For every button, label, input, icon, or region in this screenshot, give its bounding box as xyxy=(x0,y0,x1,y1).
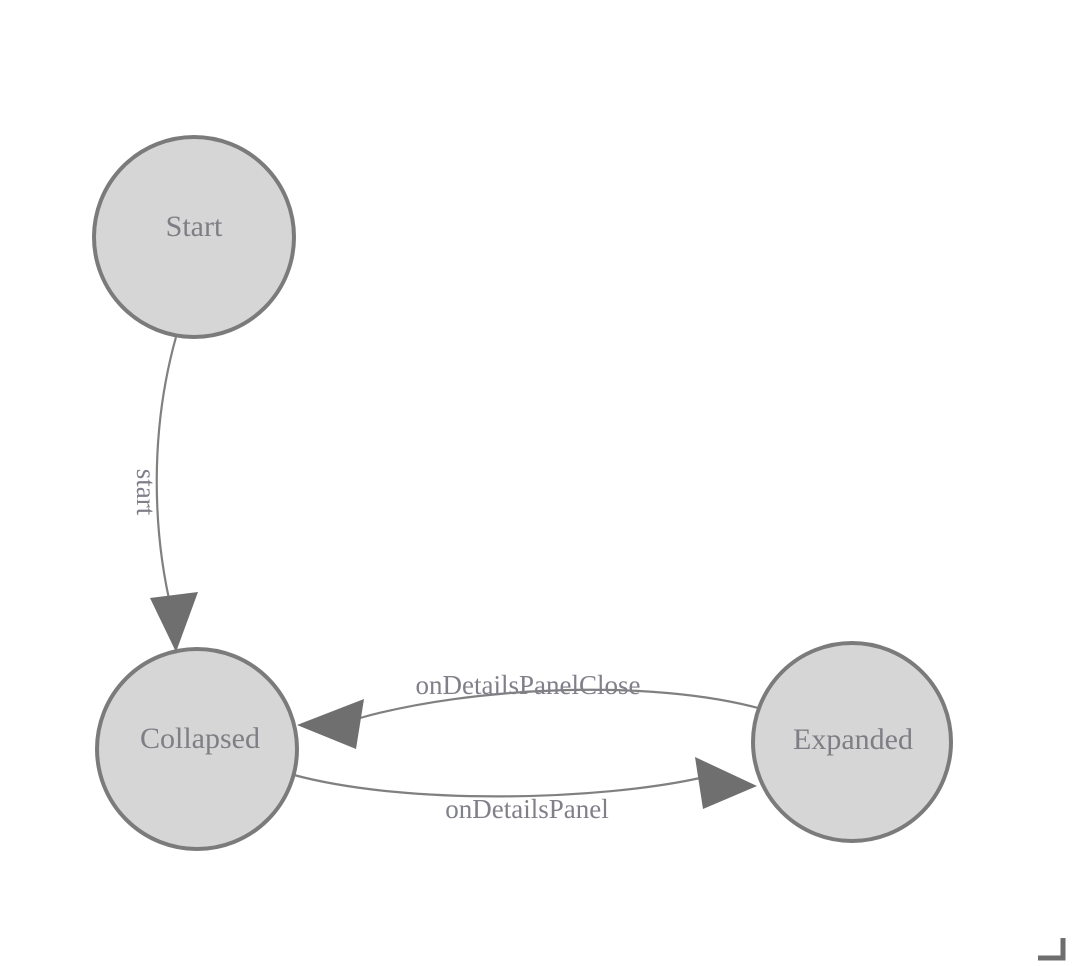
edge-label-on-details-panel: onDetailsPanel xyxy=(445,794,608,824)
edge-label-on-details-panel-close: onDetailsPanelClose xyxy=(416,670,641,700)
edge-expanded-to-collapsed-arrowhead xyxy=(297,699,364,749)
edge-start-to-collapsed-arrowhead xyxy=(150,592,198,652)
node-expanded[interactable]: Expanded xyxy=(751,641,953,843)
node-start[interactable]: Start xyxy=(92,135,296,339)
edge-expanded-to-collapsed[interactable]: onDetailsPanelClose xyxy=(297,670,763,749)
node-expanded-label: Expanded xyxy=(793,723,913,756)
edge-collapsed-to-expanded-arrowhead xyxy=(695,757,757,809)
edge-collapsed-to-expanded[interactable]: onDetailsPanel xyxy=(293,757,757,824)
edge-start-to-collapsed-path xyxy=(155,336,178,613)
edge-expanded-to-collapsed-path xyxy=(359,688,763,720)
node-expanded-circle xyxy=(751,641,953,843)
resize-corner-mark[interactable] xyxy=(1038,938,1066,961)
edge-collapsed-to-expanded-path xyxy=(293,773,701,798)
node-start-circle xyxy=(92,135,296,339)
node-collapsed-label: Collapsed xyxy=(140,722,260,755)
edge-label-start: start xyxy=(131,469,161,516)
edge-start-to-collapsed[interactable]: start xyxy=(131,336,198,652)
node-collapsed-circle xyxy=(95,647,299,851)
node-start-label: Start xyxy=(166,210,223,243)
resize-corner-mark-path xyxy=(1038,938,1066,961)
node-collapsed[interactable]: Collapsed xyxy=(95,647,299,851)
